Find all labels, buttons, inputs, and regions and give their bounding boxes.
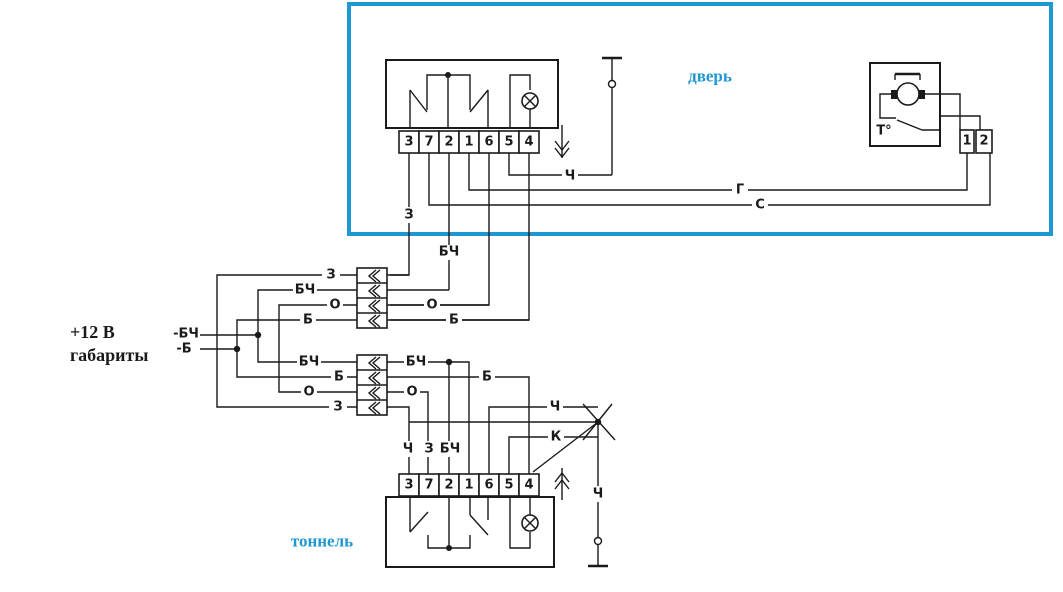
power-label-group: +12 В габариты -БЧ -Б xyxy=(70,322,199,365)
motor-pins: 1 2 xyxy=(959,129,993,154)
label-z-tunnel-pin7: З xyxy=(424,442,433,457)
motor-pin-2-label: 2 xyxy=(979,134,988,149)
label-bch-tunnel-pin2: БЧ xyxy=(440,442,460,457)
tunnel-pin-1-label: 1 xyxy=(464,478,473,493)
tunnel-pin-7-label: 7 xyxy=(424,478,433,493)
label-bch-harness-bottom: БЧ xyxy=(299,355,319,370)
upper-connector xyxy=(356,267,388,329)
tunnel-pin-6-label: 6 xyxy=(484,478,493,493)
door-pin-3-label: 3 xyxy=(404,135,413,150)
label-bch-door: БЧ xyxy=(439,245,459,260)
door-pin-7-label: 7 xyxy=(424,135,433,150)
tunnel-pin-2-label: 2 xyxy=(444,478,453,493)
label-z-harness-top: З xyxy=(326,268,335,283)
door-pin-4-label: 4 xyxy=(524,135,533,150)
label-o-door: О xyxy=(426,298,437,313)
label-o-harness-bottom: О xyxy=(303,385,314,400)
label-k: К xyxy=(551,430,562,445)
power-voltage-label: +12 В xyxy=(70,322,115,342)
power-wire-bch-label: -БЧ xyxy=(173,327,199,342)
tunnel-pin-5-label: 5 xyxy=(504,478,513,493)
label-ch-ground: Ч xyxy=(593,487,604,502)
tunnel-switch xyxy=(385,496,555,568)
door-switch xyxy=(385,59,559,129)
harness-wires xyxy=(200,274,357,408)
mirror-motor: T° xyxy=(869,62,981,147)
door-switch-pins: 3 7 2 1 6 5 4 xyxy=(398,130,540,154)
motor-pin-1-label: 1 xyxy=(962,134,971,149)
label-bch-harness-top: БЧ xyxy=(295,283,315,298)
label-z-door: З xyxy=(404,208,413,223)
label-b-door: Б xyxy=(449,313,459,328)
label-ch-tunnel-top: Ч xyxy=(550,400,561,415)
wire-labels: Ч Г С З БЧ З БЧ О О Б Б БЧ БЧ Б Б О О З xyxy=(293,168,768,502)
door-pin-5-label: 5 xyxy=(504,135,513,150)
tunnel-pin-4-label: 4 xyxy=(524,478,533,493)
label-bch-tunnel: БЧ xyxy=(406,355,426,370)
door-contact xyxy=(602,56,622,175)
door-zone-frame xyxy=(347,2,1053,236)
label-ch-door: Ч xyxy=(565,169,576,184)
tunnel-pin-3-label: 3 xyxy=(404,478,413,493)
power-wire-b-label: -Б xyxy=(176,342,191,357)
motor-thermal-label: T° xyxy=(876,124,891,139)
tunnel-arrow-up-icon xyxy=(554,468,570,500)
label-s: С xyxy=(755,198,765,213)
door-arrow-down-icon xyxy=(554,125,570,159)
label-o-tunnel: О xyxy=(406,385,417,400)
label-b-harness-bottom: Б xyxy=(334,370,344,385)
lower-connector xyxy=(356,354,388,416)
power-function-label: габариты xyxy=(70,345,148,365)
tunnel-switch-pins: 3 7 2 1 6 5 4 xyxy=(398,473,540,497)
tunnel-zone-label: тоннель xyxy=(291,532,353,551)
door-pin-6-label: 6 xyxy=(484,135,493,150)
door-pin-1-label: 1 xyxy=(464,135,473,150)
label-b-tunnel: Б xyxy=(482,370,492,385)
label-o-harness-top: О xyxy=(329,298,340,313)
door-pin-2-label: 2 xyxy=(444,135,453,150)
label-b-harness-top: Б xyxy=(303,313,313,328)
label-ch-tunnel-pin3: Ч xyxy=(403,442,414,457)
door-zone-label: дверь xyxy=(688,67,732,86)
door-wires xyxy=(390,153,991,321)
label-g: Г xyxy=(736,183,744,198)
label-z-harness-bottom: З xyxy=(333,400,342,415)
